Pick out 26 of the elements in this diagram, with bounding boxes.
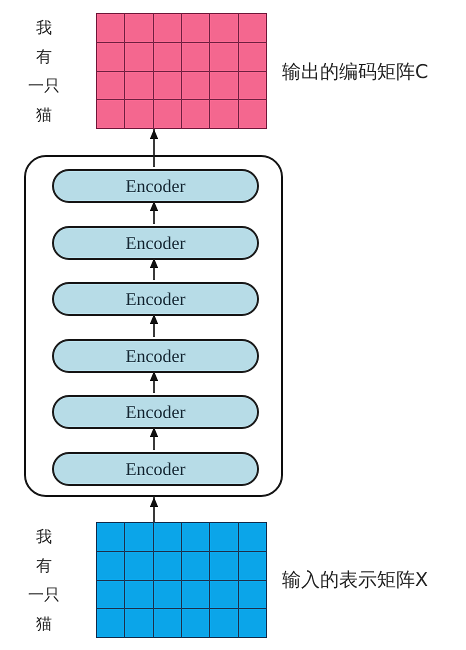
- arrow: [150, 129, 158, 167]
- row-label: 一只: [27, 75, 61, 97]
- arrow: [150, 258, 158, 280]
- row-label: 我: [35, 17, 53, 39]
- encoder-block: Encoder: [52, 339, 259, 373]
- arrow: [150, 497, 158, 522]
- matrix-caption: 输入的表示矩阵X: [282, 568, 430, 593]
- matrix-grid: [96, 13, 267, 129]
- row-label: 猫: [35, 613, 53, 635]
- encoder-block: Encoder: [52, 169, 259, 203]
- encoder-block: Encoder: [52, 226, 259, 260]
- row-label: 猫: [35, 104, 53, 126]
- arrow: [150, 201, 158, 224]
- encoder-stack-frame: [24, 155, 283, 497]
- matrix-caption: 输出的编码矩阵C: [282, 60, 430, 85]
- arrow: [150, 371, 158, 393]
- row-label: 有: [35, 555, 53, 577]
- arrow: [150, 314, 158, 337]
- row-label: 一只: [27, 584, 61, 606]
- matrix-grid: [96, 522, 267, 638]
- row-label: 有: [35, 46, 53, 68]
- encoder-block: Encoder: [52, 282, 259, 316]
- arrow: [150, 427, 158, 450]
- encoder-block: Encoder: [52, 452, 259, 486]
- encoder-block: Encoder: [52, 395, 259, 429]
- row-label: 我: [35, 526, 53, 548]
